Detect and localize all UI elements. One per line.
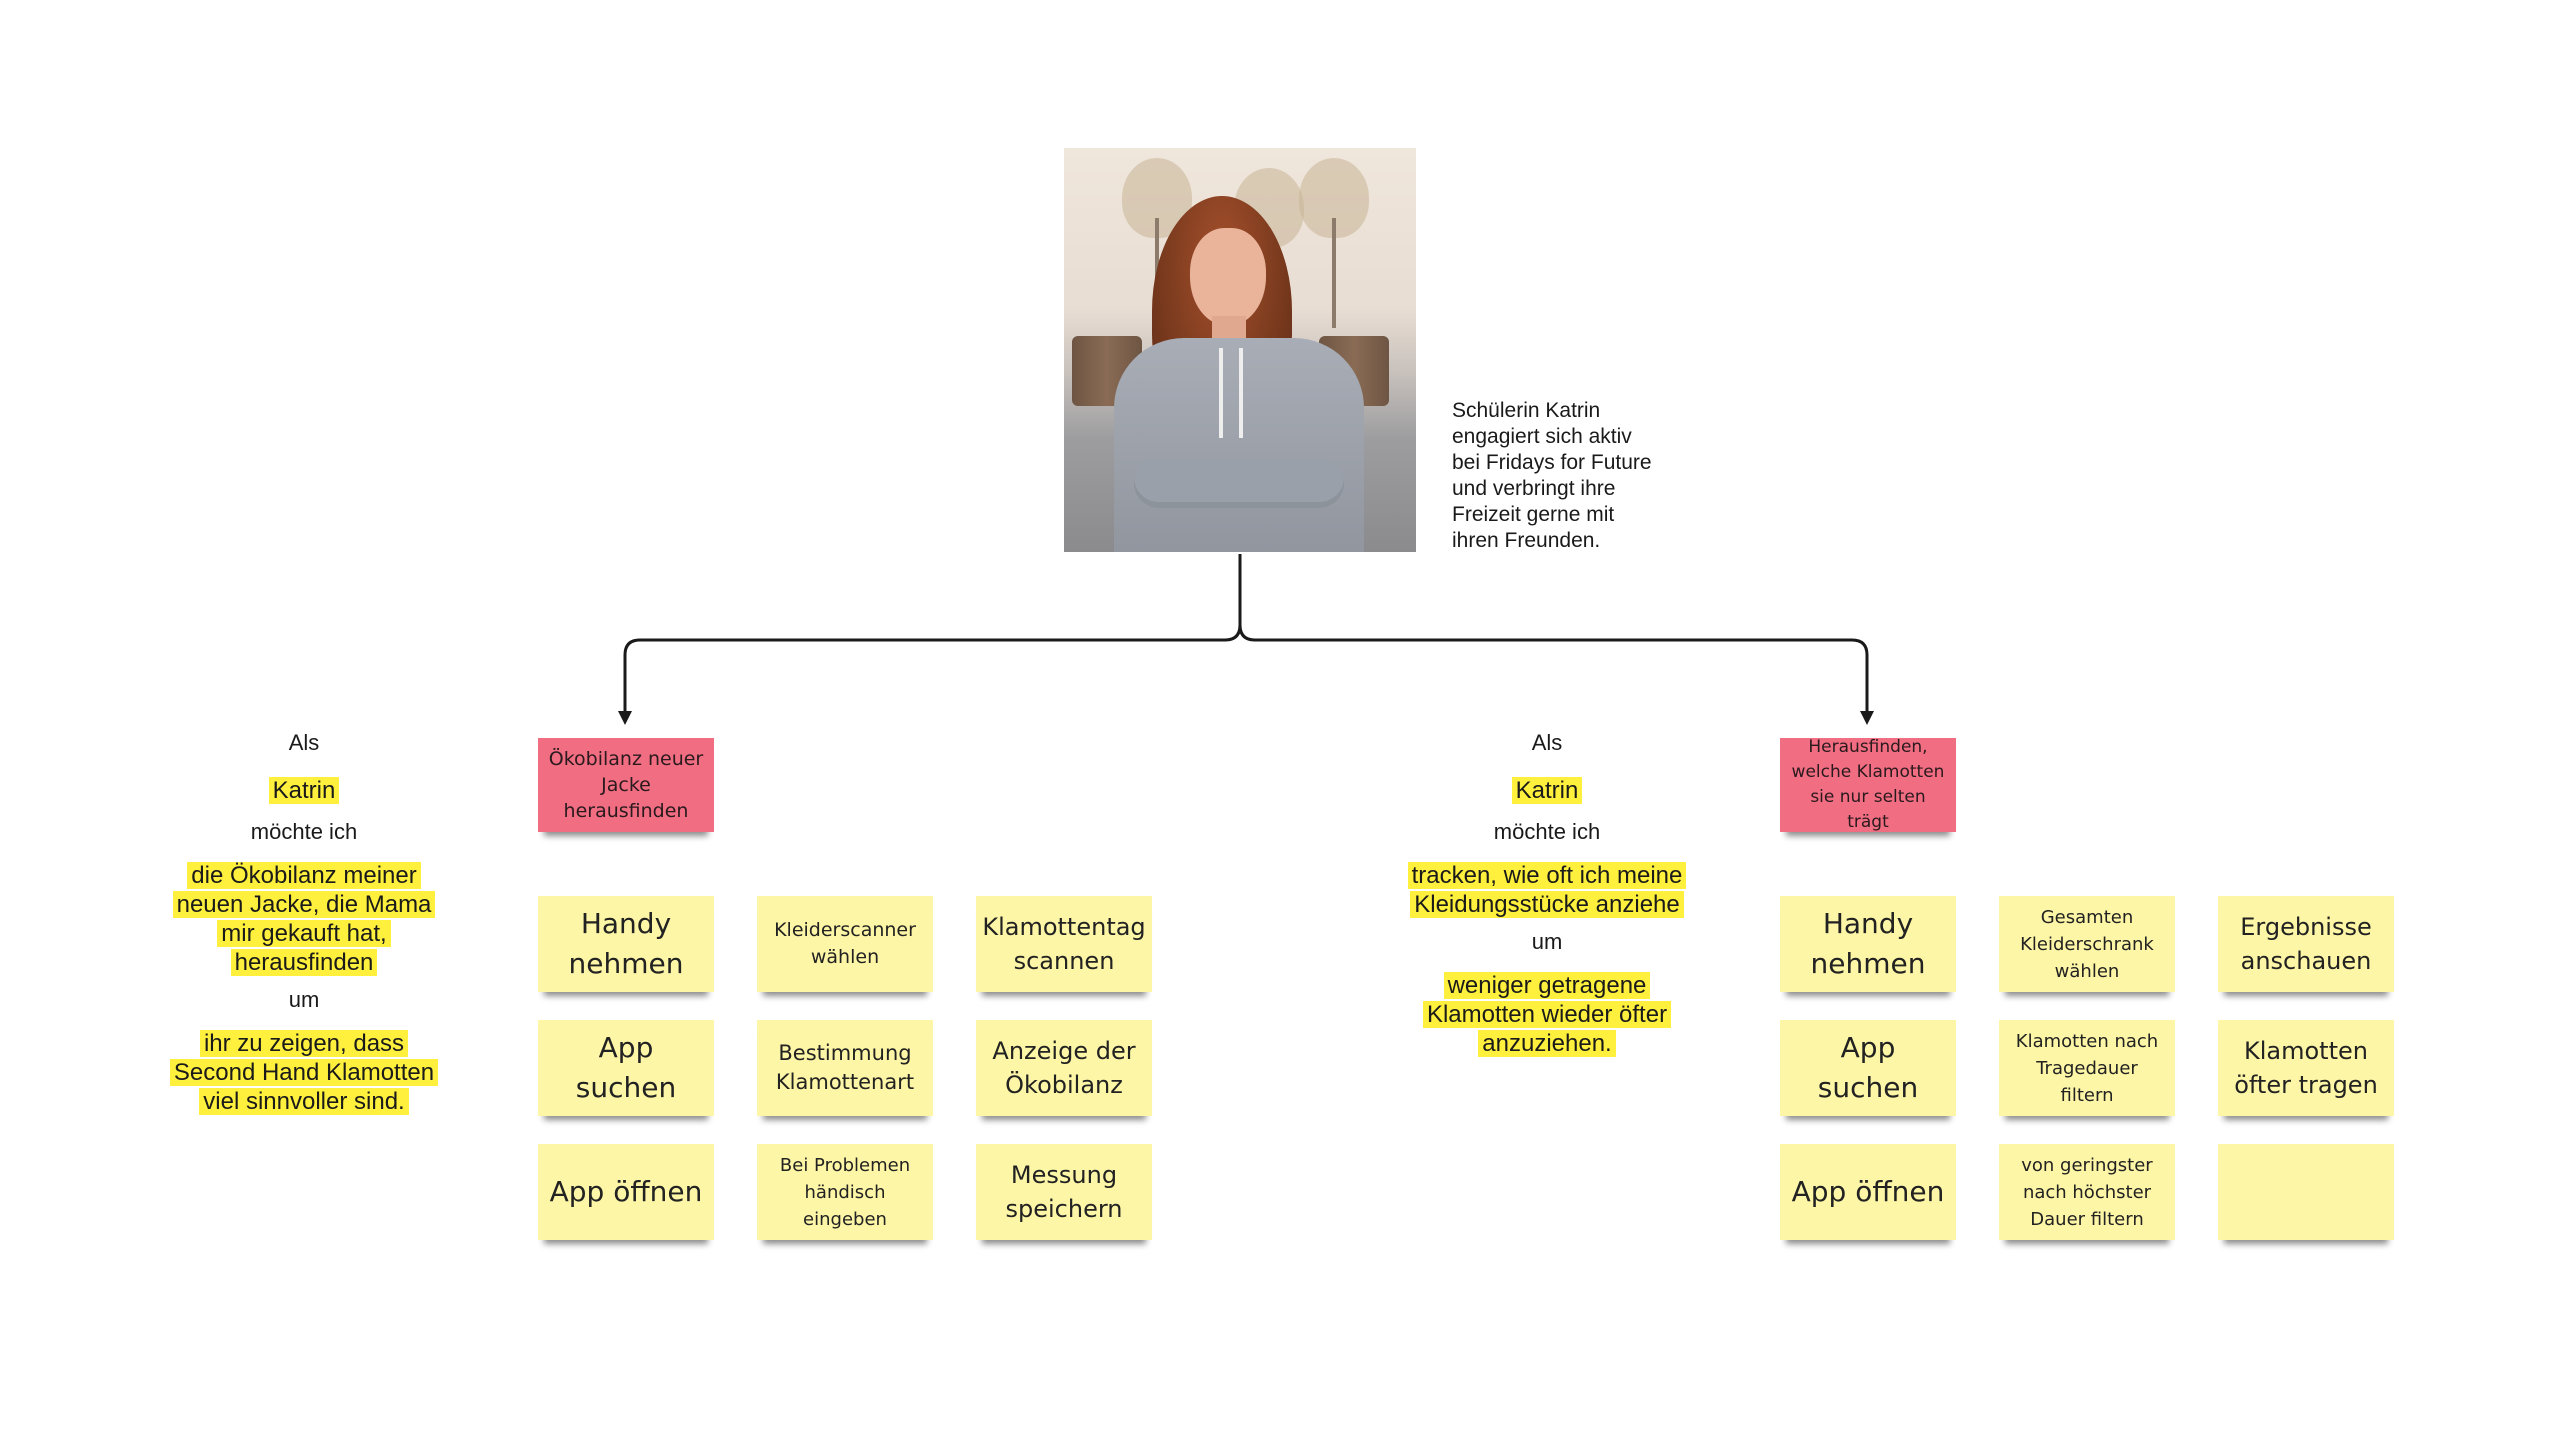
sticky-note[interactable]: Gesamten Kleiderschrank wählen xyxy=(1999,896,2175,992)
persona-line: bei Fridays for Future xyxy=(1452,451,1652,474)
sticky-note[interactable]: Bei Problemen händisch eingeben xyxy=(757,1144,933,1240)
persona-photo xyxy=(1064,148,1416,552)
persona-description: Schülerin Katrin engagiert sich aktiv be… xyxy=(1452,398,1712,554)
sticky-note[interactable]: von geringster nach höchster Dauer filte… xyxy=(1999,1144,2175,1240)
sticky-note[interactable]: Klamotten öfter tragen xyxy=(2218,1020,2394,1116)
sticky-note-label: von geringster nach höchster Dauer filte… xyxy=(2021,1154,2153,1230)
sticky-note[interactable]: Messung speichern xyxy=(976,1144,1152,1240)
story-um: um xyxy=(288,987,320,1012)
story-reason: weniger getragene Klamotten wieder öfter… xyxy=(1422,972,1672,1057)
persona-line: engagiert sich aktiv xyxy=(1452,425,1632,448)
sticky-note[interactable]: Bestimmung Klamottenart xyxy=(757,1020,933,1116)
story-name: Katrin xyxy=(268,777,340,804)
epic-note-label: Herausfinden, welche Klamotten sie nur s… xyxy=(1791,737,1945,832)
story-goal: die Ökobilanz meiner neuen Jacke, die Ma… xyxy=(172,862,436,976)
story-name: Katrin xyxy=(1511,777,1583,804)
sticky-note[interactable]: Kleiderscanner wählen xyxy=(757,896,933,992)
sticky-note-label: App suchen xyxy=(575,1031,677,1104)
persona-line: und verbringt ihre xyxy=(1452,477,1616,500)
sticky-note-label: Klamotten nach Tragedauer filtern xyxy=(2015,1030,2159,1106)
story-moechte: möchte ich xyxy=(1493,819,1601,844)
epic-note-right[interactable]: Herausfinden, welche Klamotten sie nur s… xyxy=(1780,737,1956,832)
sticky-note-label: App öffnen xyxy=(549,1175,703,1208)
sticky-note[interactable]: Handy nehmen xyxy=(538,896,714,992)
story-reason: ihr zu zeigen, dass Second Hand Klamotte… xyxy=(169,1030,439,1115)
persona-line: Schülerin Katrin xyxy=(1452,399,1601,422)
sticky-note-empty[interactable] xyxy=(2218,1144,2394,1240)
sticky-note-label: App öffnen xyxy=(1791,1175,1945,1208)
sticky-note[interactable]: App suchen xyxy=(538,1020,714,1116)
sticky-note[interactable]: App öffnen xyxy=(1780,1144,1956,1240)
sticky-note[interactable]: Ergebnisse anschauen xyxy=(2218,896,2394,992)
sticky-note-label: Handy nehmen xyxy=(568,907,684,980)
sticky-note[interactable]: App suchen xyxy=(1780,1020,1956,1116)
sticky-note[interactable]: Klamottentag scannen xyxy=(976,896,1152,992)
connector-right xyxy=(1238,624,1874,725)
epic-note-left[interactable]: Ökobilanz neuer Jacke herausfinden xyxy=(538,738,714,832)
sticky-note-label: Kleiderscanner wählen xyxy=(774,919,916,968)
sticky-note[interactable]: Klamotten nach Tragedauer filtern xyxy=(1999,1020,2175,1116)
persona-line: Freizeit gerne mit xyxy=(1452,503,1615,526)
user-story-right: Als Katrin möchte ich tracken, wie oft i… xyxy=(1387,730,1707,1058)
epic-note-label: Ökobilanz neuer Jacke herausfinden xyxy=(548,748,704,822)
story-moechte: möchte ich xyxy=(250,819,358,844)
sticky-note-label: Messung speichern xyxy=(1005,1161,1123,1223)
sticky-note-label: Anzeige der Ökobilanz xyxy=(992,1037,1136,1099)
connector-trunk xyxy=(618,554,1242,725)
user-story-left: Als Katrin möchte ich die Ökobilanz mein… xyxy=(144,730,464,1116)
sticky-note[interactable]: Handy nehmen xyxy=(1780,896,1956,992)
sticky-note-label: Bei Problemen händisch eingeben xyxy=(779,1154,911,1230)
sticky-note-label: Klamottentag scannen xyxy=(982,913,1146,975)
story-als: Als xyxy=(1531,730,1563,755)
sticky-note-label: App suchen xyxy=(1817,1031,1919,1104)
story-um: um xyxy=(1531,929,1563,954)
sticky-note-label: Handy nehmen xyxy=(1810,907,1926,980)
sticky-note-label: Ergebnisse anschauen xyxy=(2240,913,2372,975)
sticky-note[interactable]: App öffnen xyxy=(538,1144,714,1240)
persona-line: ihren Freunden. xyxy=(1452,529,1601,552)
sticky-note-label: Bestimmung Klamottenart xyxy=(775,1041,915,1094)
story-goal: tracken, wie oft ich meine Kleidungsstüc… xyxy=(1407,862,1687,918)
sticky-note-label: Gesamten Kleiderschrank wählen xyxy=(2020,906,2154,982)
sticky-note[interactable]: Anzeige der Ökobilanz xyxy=(976,1020,1152,1116)
sticky-note-label: Klamotten öfter tragen xyxy=(2234,1037,2378,1099)
story-als: Als xyxy=(288,730,320,755)
